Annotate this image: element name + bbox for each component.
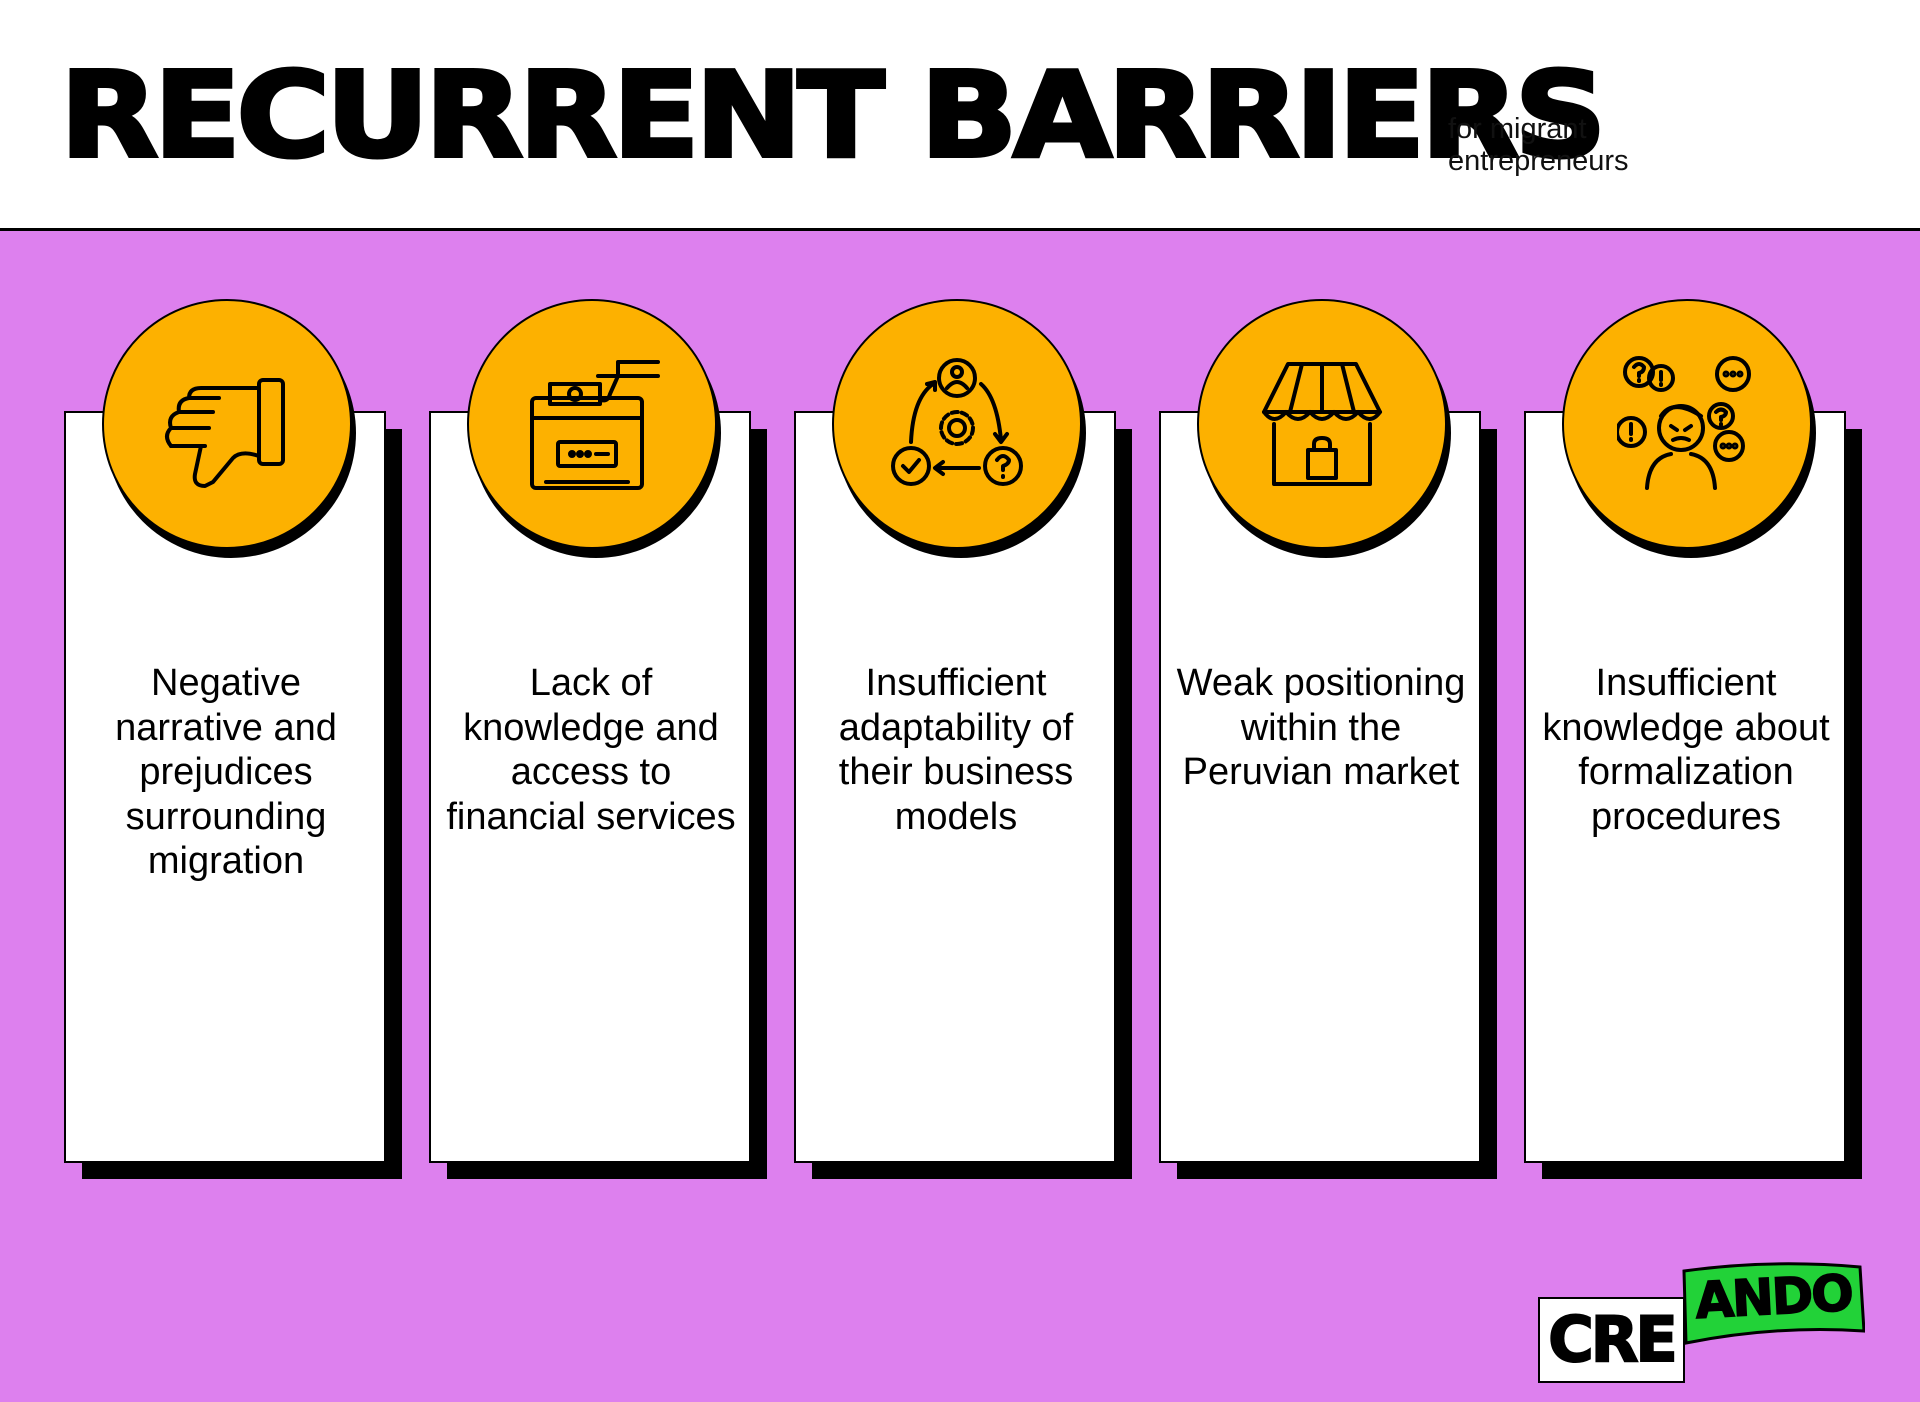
cash-register-icon	[530, 360, 660, 490]
confused-person-icon	[1617, 356, 1751, 490]
barrier-label: Negative narrative and prejudices surrou…	[115, 662, 337, 882]
logo-text-ando: ANDO	[1693, 1263, 1854, 1331]
barrier-label: Lack of knowledge and access to financia…	[446, 662, 736, 838]
icon-circle-1	[102, 299, 352, 549]
thumbs-down-icon	[165, 378, 285, 488]
creando-logo: ANDO CRE	[1538, 1259, 1865, 1383]
storefront-icon	[1262, 362, 1382, 486]
icon-circle-5	[1562, 299, 1812, 549]
page-subtitle: for migrant entrepreneurs	[1448, 113, 1629, 177]
green-flag-shape	[1682, 1262, 1865, 1345]
icon-circle-2	[467, 299, 717, 549]
adaptation-cycle-icon	[891, 358, 1023, 486]
barriers-panel: Negative narrative and prejudices surrou…	[0, 231, 1920, 1402]
barrier-label: Insufficient knowledge about formalizati…	[1542, 662, 1830, 838]
logo-text-cre: CRE	[1547, 1303, 1679, 1376]
header: RECURRENT BARRIERS for migrant entrepren…	[0, 0, 1920, 231]
icon-circle-4	[1197, 299, 1447, 549]
barrier-card-5: Insufficient knowledge about formalizati…	[1524, 411, 1862, 1179]
barrier-label: Insufficient adaptability of their busin…	[838, 662, 1074, 838]
barrier-label: Weak positioning within the Peruvian mar…	[1176, 662, 1466, 793]
icon-circle-3	[832, 299, 1082, 549]
barrier-card-4: Weak positioning within the Peruvian mar…	[1159, 411, 1497, 1179]
logo-box-cre: CRE	[1538, 1297, 1685, 1383]
page-title: RECURRENT BARRIERS	[58, 44, 1609, 186]
